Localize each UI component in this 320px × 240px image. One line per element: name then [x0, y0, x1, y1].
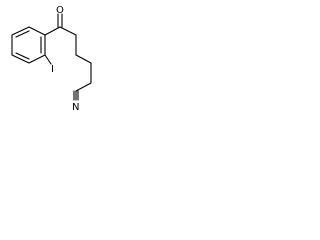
ring-outer-bonds [11, 26, 46, 64]
alkyl-chain [59, 26, 92, 92]
iodine-bond [44, 54, 52, 65]
iodine-atom-label: I [51, 64, 54, 75]
benzene-ring [11, 26, 46, 64]
oxygen-atom-label: O [56, 5, 64, 16]
aryl-carbonyl-bond [44, 26, 61, 36]
nitrogen-atom-label: N [72, 102, 79, 113]
ring-inner-double-bond-3 [15, 52, 30, 60]
ring-inner-double-bond-1 [15, 30, 30, 38]
chemical-structure-diagram: O I N [0, 0, 108, 113]
molecule-svg: O I N [11, 5, 92, 113]
